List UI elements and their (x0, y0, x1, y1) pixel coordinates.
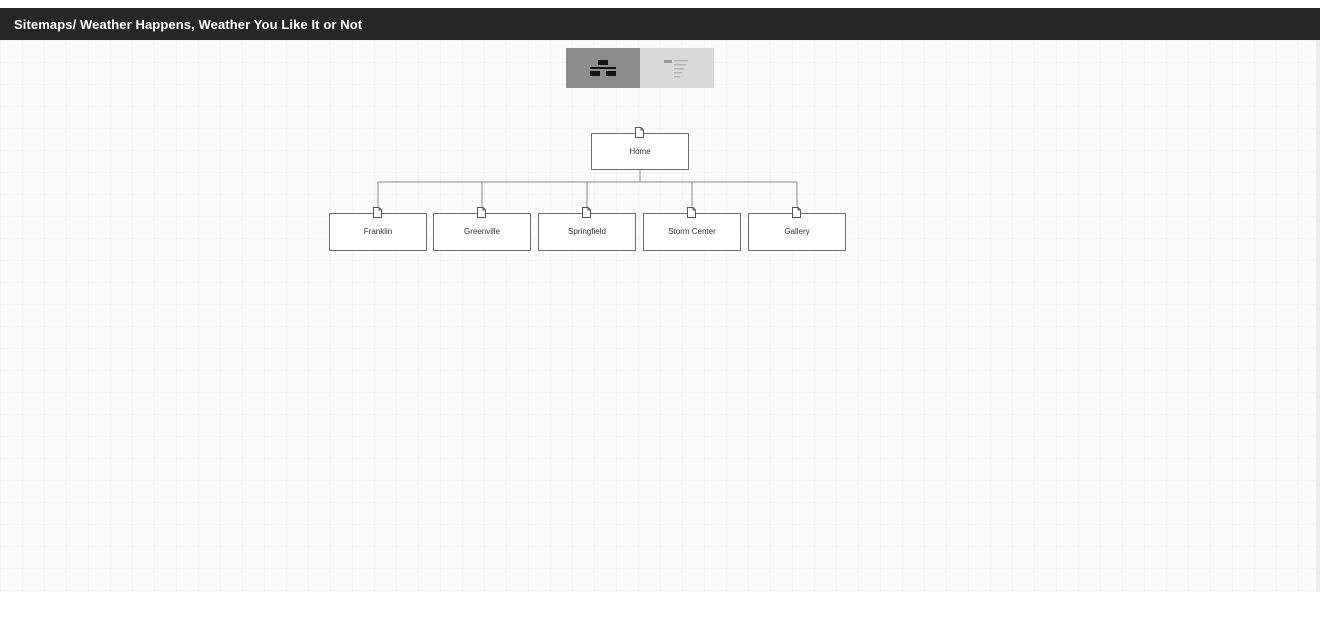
tree-view-icon (590, 60, 616, 76)
page-title: Sitemaps/ Weather Happens, Weather You L… (14, 16, 363, 32)
scrollbar-track[interactable] (1316, 40, 1320, 619)
page-icon (635, 127, 644, 138)
node-label: Home (629, 146, 651, 156)
node-label: Storm Center (668, 227, 716, 236)
list-view-button[interactable] (640, 48, 714, 88)
page-icon (373, 207, 382, 218)
page-icon (477, 207, 486, 218)
node-gallery[interactable]: Gallery (748, 213, 846, 251)
view-toggle (566, 48, 714, 88)
page-icon (582, 207, 591, 218)
node-greenville[interactable]: Greenville (433, 213, 531, 251)
list-view-icon (664, 60, 688, 78)
title-bar: Sitemaps/ Weather Happens, Weather You L… (0, 8, 1320, 40)
node-home[interactable]: Home (591, 133, 689, 170)
node-label: Gallery (784, 227, 810, 236)
page-icon (687, 207, 696, 218)
node-franklin[interactable]: Franklin (329, 213, 427, 251)
tree-view-button[interactable] (566, 48, 640, 88)
node-springfield[interactable]: Springfield (538, 213, 636, 251)
node-label: Franklin (363, 227, 393, 236)
bottom-strip (0, 592, 1320, 619)
page-icon (792, 207, 801, 218)
top-strip (0, 0, 1320, 8)
node-storm-center[interactable]: Storm Center (643, 213, 741, 251)
node-label: Springfield (568, 227, 606, 236)
node-label: Greenville (463, 227, 500, 236)
sitemap-canvas (0, 40, 1316, 592)
